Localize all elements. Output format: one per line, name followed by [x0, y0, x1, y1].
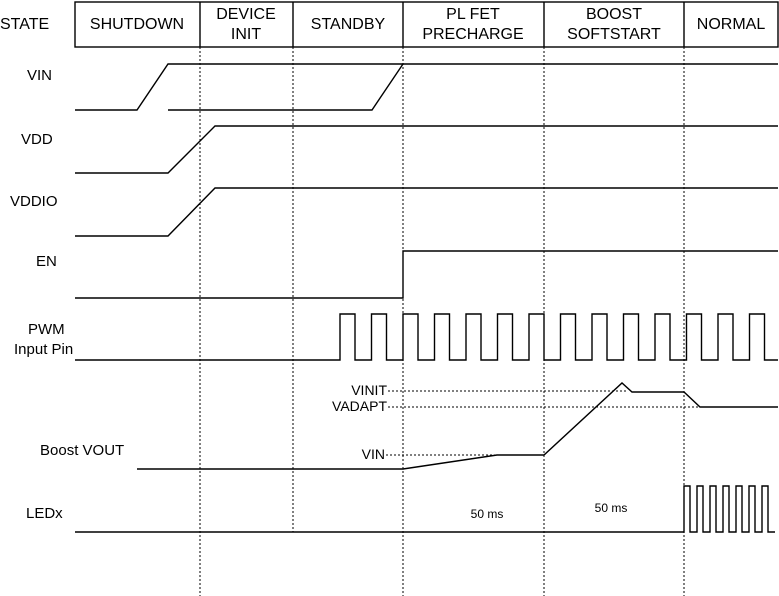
state-standby: STANDBY — [311, 16, 386, 33]
softstart-duration-label: 50 ms — [595, 501, 628, 515]
vdd-waveform — [75, 125, 778, 174]
vin-label: VIN — [27, 67, 52, 84]
vin-waveform — [75, 63, 778, 111]
state-device-init-line1: DEVICE — [216, 6, 276, 23]
state-label: STATE — [0, 16, 49, 33]
pwm-label-line1: PWM — [28, 321, 65, 338]
vddio-label: VDDIO — [10, 193, 58, 210]
state-shutdown: SHUTDOWN — [90, 16, 184, 33]
vadapt-level-label: VADAPT — [332, 398, 387, 414]
en-waveform — [75, 250, 778, 299]
ledx-waveform — [75, 485, 775, 533]
boost-vout-label: Boost VOUT — [40, 442, 124, 459]
state-header: SHUTDOWN DEVICE INIT STANDBY PL FET PREC… — [74, 1, 779, 48]
vdd-label: VDD — [21, 131, 53, 148]
state-pl-fet-precharge-line2: PRECHARGE — [422, 26, 523, 43]
pwm-label-line2: Input Pin — [14, 341, 73, 358]
state-normal: NORMAL — [697, 16, 766, 33]
ledx-label: LEDx — [26, 505, 63, 522]
pwm-waveform — [75, 313, 778, 361]
state-pl-fet-precharge-line1: PL FET — [446, 6, 500, 23]
boost-vout-waveform — [137, 382, 778, 470]
state-boost-softstart-line2: SOFTSTART — [567, 26, 661, 43]
state-header-frame — [74, 1, 779, 48]
vddio-waveform — [75, 187, 778, 237]
vinit-level-label: VINIT — [351, 382, 387, 398]
vin-level-label: VIN — [362, 446, 385, 462]
en-label: EN — [36, 253, 57, 270]
state-boost-softstart-line1: BOOST — [586, 6, 642, 23]
state-device-init-line2: INIT — [231, 26, 261, 43]
vin-standby-ramp — [168, 63, 404, 111]
precharge-duration-label: 50 ms — [471, 507, 504, 521]
